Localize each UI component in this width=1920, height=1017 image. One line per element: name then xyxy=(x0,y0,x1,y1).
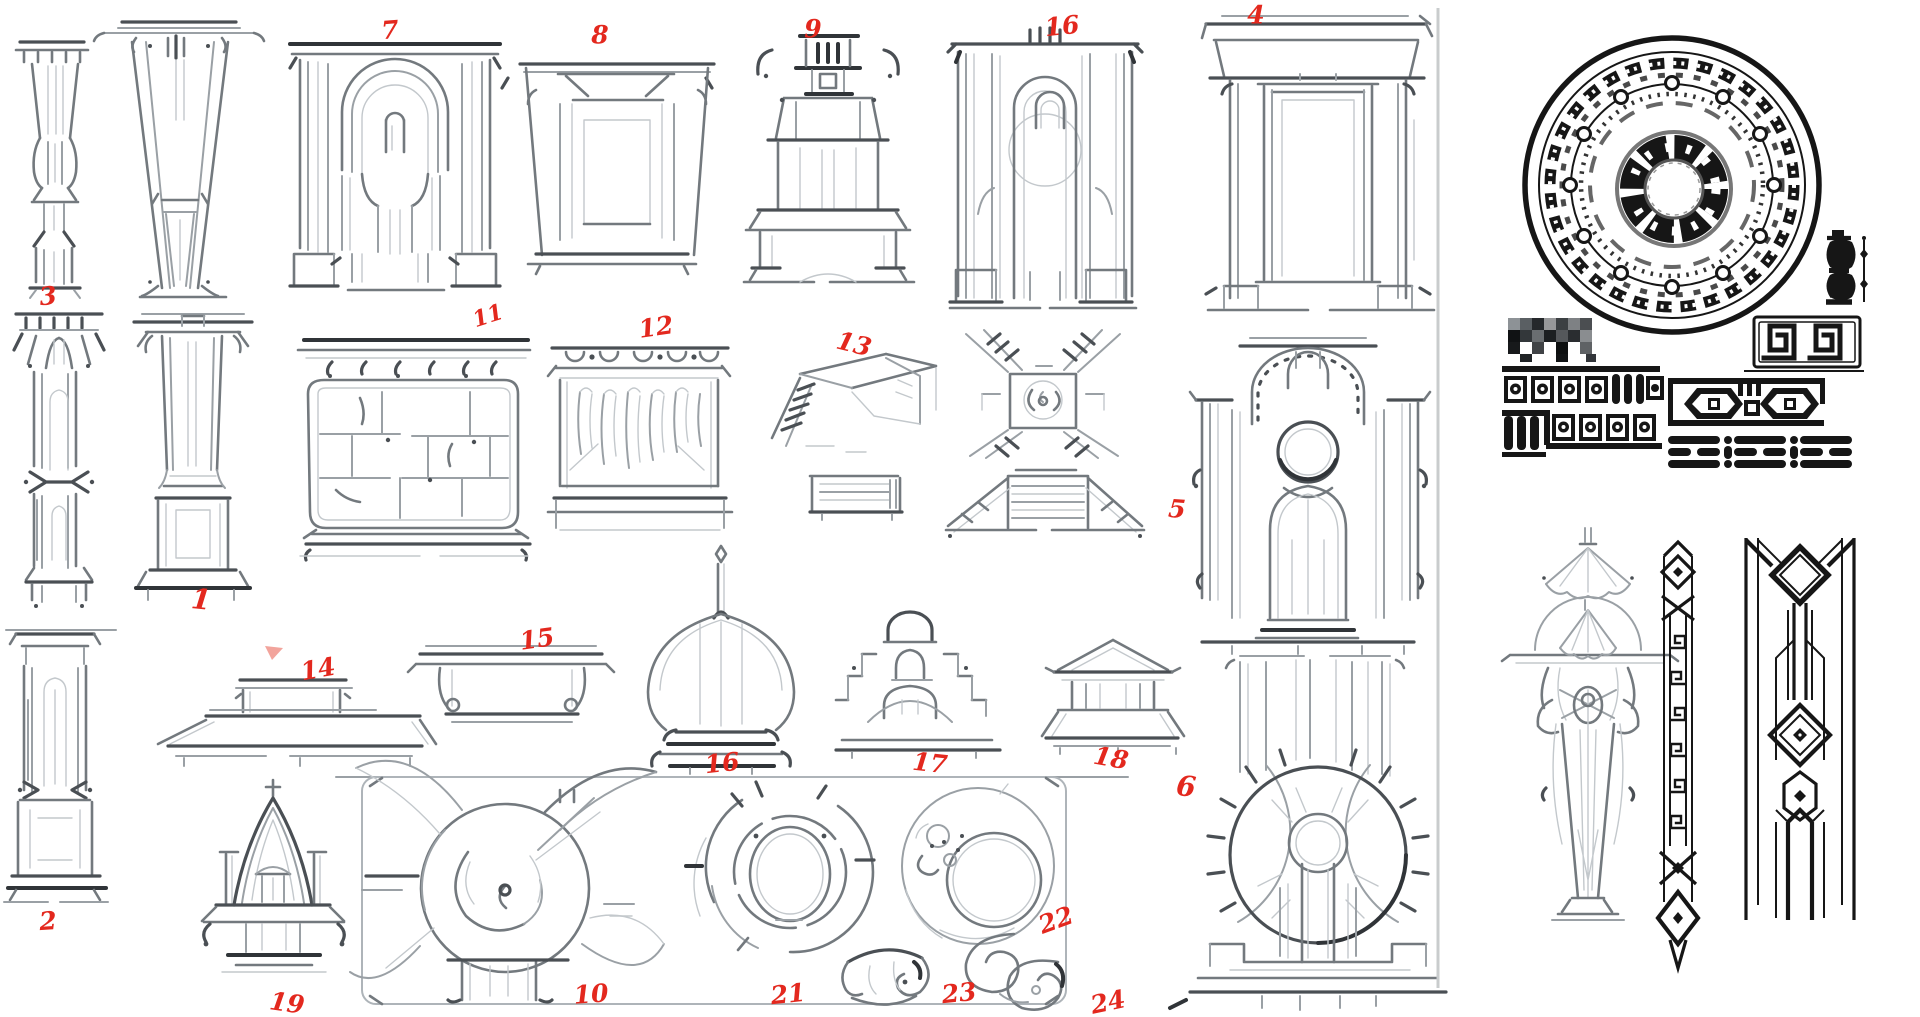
slim-inlay-pillar xyxy=(1655,539,1701,974)
pixel-texture-swatch xyxy=(1508,318,1596,362)
meander-badge xyxy=(1744,315,1864,372)
onion-dome-sketch xyxy=(646,544,796,775)
annotation-8: 8 xyxy=(591,20,609,50)
bead-ring xyxy=(1562,75,1782,295)
pink-marker-triangle xyxy=(265,646,283,660)
annotation-14: 14 xyxy=(298,651,338,687)
meander-frieze-strip xyxy=(1668,378,1825,426)
annotation-2: 2 xyxy=(38,905,58,937)
curtain-altar-sketch xyxy=(546,346,734,531)
dot-cell-row-top xyxy=(1504,376,1608,403)
annotation-6: 6 xyxy=(1174,769,1198,804)
annotation-23: 23 xyxy=(940,976,978,1010)
annotation-10: 10 xyxy=(572,978,610,1010)
basin-sketch xyxy=(406,645,616,723)
circular-portal-shrine-sketch xyxy=(1168,655,1448,1011)
annotation-24: 24 xyxy=(1087,984,1129,1017)
annotation-18: 18 xyxy=(1091,740,1131,776)
annotation-17: 17 xyxy=(911,746,949,780)
shell-scroll-study xyxy=(841,948,930,1006)
disc-top-view-study xyxy=(901,783,1055,945)
annotation-21: 21 xyxy=(769,977,807,1011)
dot-cell-row-bottom xyxy=(1552,414,1656,441)
paneled-column-sketch xyxy=(3,629,117,903)
annotation-16-top: 16 xyxy=(1043,9,1081,43)
spire-sketch xyxy=(200,778,346,973)
annotation-19: 19 xyxy=(267,986,307,1017)
annotation-1: 1 xyxy=(189,582,213,617)
spiral-coil-study xyxy=(964,932,1066,1011)
doorway-frame-sketch xyxy=(500,62,716,276)
annotation-13: 13 xyxy=(833,325,875,363)
annotation-7: 7 xyxy=(380,14,400,46)
fan-capital-sketch xyxy=(1542,527,1634,600)
column-small-sketch xyxy=(14,40,90,299)
annotation-4: 4 xyxy=(1247,0,1265,30)
annotation-3: 3 xyxy=(37,280,59,312)
trestle-pillar-sketch xyxy=(92,20,266,299)
altar-front-thumbnail xyxy=(808,474,904,521)
stepped-pattern-block xyxy=(1502,366,1664,457)
tall-arch-structure-sketch xyxy=(946,26,1144,310)
arched-shrine-sketch xyxy=(1188,337,1432,655)
baluster-vase-glyph xyxy=(1826,230,1868,305)
tiered-altar-sketch xyxy=(742,34,916,284)
pedestal-pillar-sketch xyxy=(132,313,254,601)
fan-pillar-figure-sketch xyxy=(1500,596,1680,921)
ornamental-ring-disc xyxy=(1522,35,1822,335)
ramp-elevation-sketch xyxy=(944,468,1146,538)
plan-view-cross-sketch xyxy=(965,329,1121,459)
pavilion-sketch xyxy=(1040,638,1186,755)
annotation-5: 5 xyxy=(1167,493,1187,525)
annotation-15: 15 xyxy=(517,622,557,656)
low-table-sketch xyxy=(156,678,438,767)
stone-block-altar-sketch xyxy=(296,338,532,562)
center-medallion xyxy=(1615,130,1733,248)
swirl-panel-study xyxy=(335,759,1129,1006)
annotation-12: 12 xyxy=(636,310,676,344)
portal-structure-sketch xyxy=(1200,14,1436,312)
ornate-column-sketch xyxy=(12,312,106,608)
ring-top-view-study xyxy=(684,780,876,954)
arched-gate-sketch xyxy=(288,42,502,292)
annotation-16-dome: 16 xyxy=(703,746,741,780)
wide-deco-pillar xyxy=(1744,538,1856,920)
stacked-arches-sketch xyxy=(834,610,1002,759)
perspective-ramp-sketch xyxy=(770,352,938,453)
annotation-9: 9 xyxy=(804,14,822,44)
triple-bar-strip xyxy=(1668,436,1852,468)
